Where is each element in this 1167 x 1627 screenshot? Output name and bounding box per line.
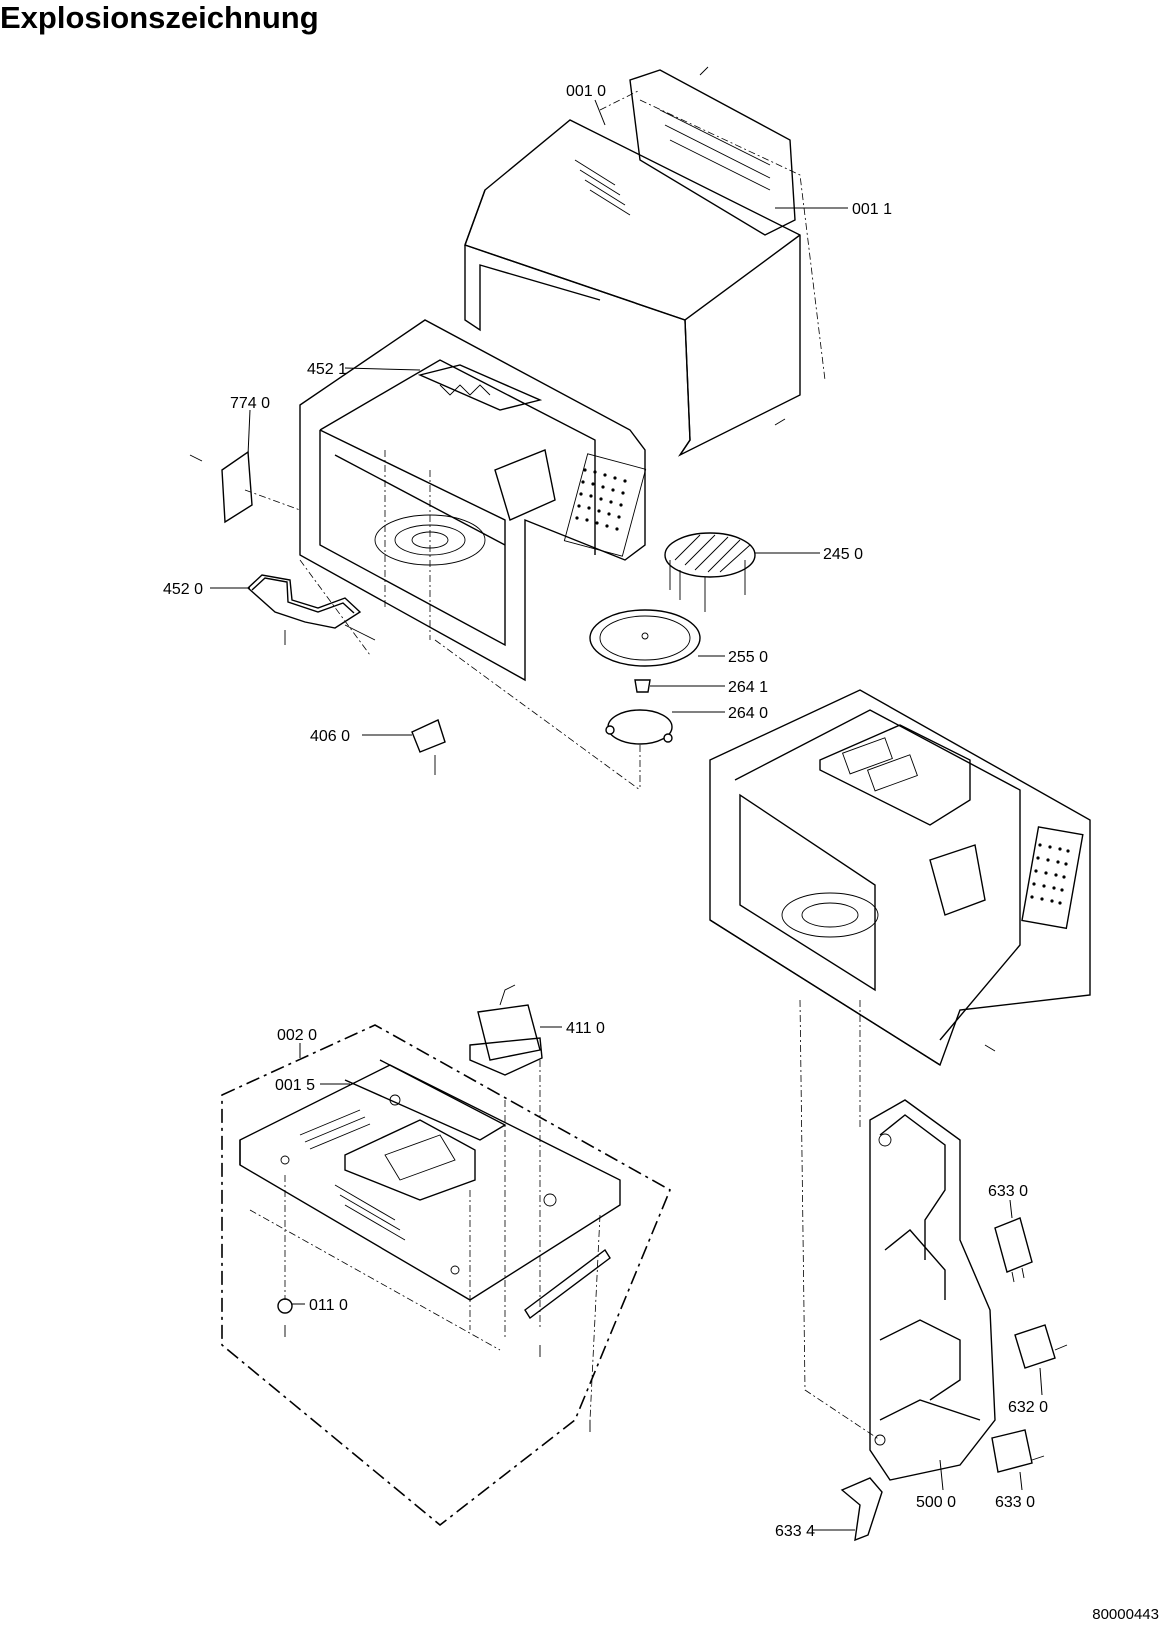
coupler-part	[634, 679, 651, 693]
leader-lines	[210, 99, 1043, 1531]
part-label-4520: 452 0	[163, 581, 203, 598]
microswitch-lower-part	[991, 1429, 1045, 1473]
page-title: Explosionszeichnung	[0, 0, 319, 35]
assembled-cavity-part	[709, 689, 1091, 1441]
part-label-2641: 264 1	[728, 679, 768, 696]
door-latch-bracket-part	[869, 1099, 996, 1481]
microswitch-upper-part	[994, 1217, 1033, 1283]
part-labels: 001 0 001 1 452 1 774 0 245 0 452 0 255 …	[163, 83, 1048, 1540]
document-number: 80000443	[1092, 1606, 1159, 1623]
base-plate-part	[221, 1024, 672, 1527]
grill-rack-part	[664, 532, 756, 612]
transformer-part	[469, 984, 543, 1076]
part-label-0015: 001 5	[275, 1077, 315, 1094]
part-label-4521: 452 1	[307, 361, 347, 378]
turntable-plate-part	[589, 609, 701, 667]
waveguide-cover-part	[189, 450, 253, 524]
part-label-6334: 633 4	[775, 1523, 815, 1540]
inner-cavity-part	[244, 319, 647, 791]
part-label-6320: 632 0	[1008, 1399, 1048, 1416]
grill-heater-part	[246, 574, 376, 645]
part-label-7740: 774 0	[230, 395, 270, 412]
part-label-0020: 002 0	[277, 1027, 317, 1044]
part-label-2640: 264 0	[728, 705, 768, 722]
part-label-6330-upper: 633 0	[988, 1183, 1028, 1200]
part-label-5000: 500 0	[916, 1494, 956, 1511]
turntable-motor-part	[411, 719, 446, 775]
latch-lever-part	[840, 1477, 883, 1542]
part-label-4110: 411 0	[566, 1020, 605, 1037]
part-label-0010: 001 0	[566, 83, 606, 100]
part-label-2450: 245 0	[823, 546, 863, 563]
part-label-4060: 406 0	[310, 728, 350, 745]
outer-cabinet-part	[464, 66, 826, 457]
part-label-6330-lower: 633 0	[995, 1494, 1035, 1511]
roller-ring-part	[605, 709, 673, 790]
microswitch-middle-part	[1014, 1324, 1068, 1369]
part-label-2550: 255 0	[728, 649, 768, 666]
part-label-0011: 001 1	[852, 201, 892, 218]
part-label-0110: 011 0	[309, 1297, 348, 1314]
